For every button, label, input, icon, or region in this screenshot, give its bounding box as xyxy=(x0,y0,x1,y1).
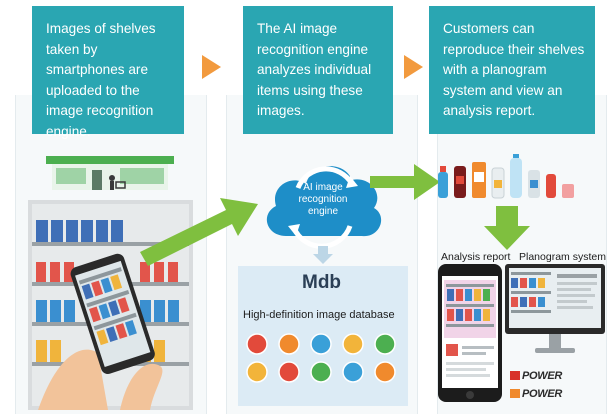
engine-output-arrow-icon xyxy=(370,164,440,200)
database-logo: Mdb xyxy=(302,272,342,293)
power-logo-mark-icon xyxy=(510,371,520,380)
step-arrow-icon xyxy=(404,55,423,79)
output-down-arrow-icon xyxy=(484,206,530,250)
step-1-caption: Images of shelves taken by smartphones a… xyxy=(32,6,184,139)
engine-label: AI image recognition engine xyxy=(298,182,348,217)
planogram-monitor-icon xyxy=(505,264,605,353)
store-shelf-illustration xyxy=(28,156,193,410)
power-logo-mark-icon xyxy=(510,389,520,398)
analysis-report-phone-icon xyxy=(438,264,502,402)
store-front-icon xyxy=(46,156,174,190)
product-icons-grid xyxy=(246,333,396,383)
ai-engine-cloud-icon xyxy=(266,166,382,249)
power-brand-logo: POWER xyxy=(510,370,562,382)
upload-arrow-icon xyxy=(140,198,258,266)
step-2-caption: The AI image recognition engine analyzes… xyxy=(243,6,393,134)
analysis-report-label: Analysis report xyxy=(441,251,511,263)
step-arrow-icon xyxy=(202,55,221,79)
database-label: High-definition image database xyxy=(243,309,395,321)
smartphone-icon xyxy=(38,253,163,410)
power-brand-logo: POWER xyxy=(510,388,562,400)
product-bottles-row xyxy=(438,154,574,199)
engine-down-arrow-icon xyxy=(313,246,333,264)
planogram-system-label: Planogram system xyxy=(519,251,606,263)
step-3-caption: Customers can reproduce their shelves wi… xyxy=(429,6,595,134)
